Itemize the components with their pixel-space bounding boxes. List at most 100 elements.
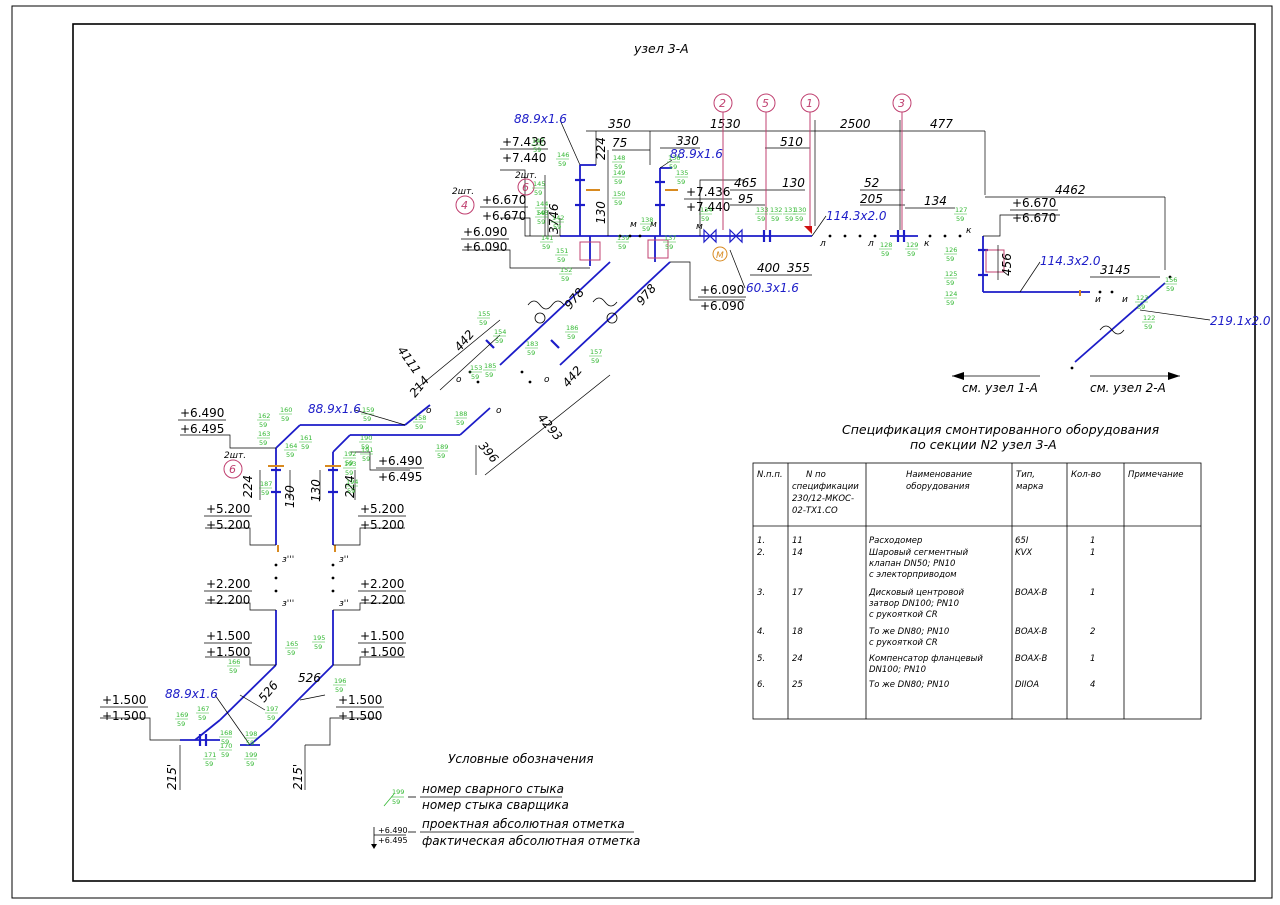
dim-442a: 442 (452, 327, 477, 354)
welder-number: 59 (1144, 323, 1152, 331)
welder-number: 59 (614, 163, 622, 171)
svg-text:+6.670: +6.670 (1012, 211, 1056, 225)
svg-text:+6.490: +6.490 (378, 454, 422, 468)
weld-number: 183 (526, 340, 538, 348)
continuation-dots (274, 234, 1172, 593)
svg-text:+1.500: +1.500 (206, 645, 250, 659)
svg-text:199: 199 (392, 788, 404, 796)
svg-text:номер стыка сварщика: номер стыка сварщика (422, 798, 569, 812)
weld-number: 151 (556, 247, 568, 255)
dim-130d: 130 (309, 479, 323, 502)
welder-number: 59 (479, 319, 487, 327)
spec-cell-spec: 24 (792, 654, 803, 664)
welder-number: 59 (757, 215, 765, 223)
svg-text:+7.440: +7.440 (686, 200, 730, 214)
weld-number: 185 (484, 362, 496, 370)
svg-text:+5.200: +5.200 (206, 518, 250, 532)
dim-978a: 978 (562, 285, 588, 312)
svg-text:з'': з'' (339, 599, 349, 609)
spec-cell-num: 1. (757, 536, 765, 546)
weld-number: 188 (455, 410, 467, 418)
welder-number: 59 (701, 215, 709, 223)
weld-number: 153 (470, 364, 482, 372)
elevation-mark: +6.090+6.090 (461, 225, 509, 254)
weld-number: 198 (245, 730, 257, 738)
weld-number: 139 (617, 234, 629, 242)
svg-text:+7.440: +7.440 (502, 151, 546, 165)
motor-actuator (712, 246, 728, 262)
spec-cell-spec: 11 (792, 536, 803, 546)
bubble-6b: 6 (229, 463, 236, 476)
weld-number: 125 (945, 270, 957, 278)
weld-number: 130 (794, 206, 806, 214)
weld-number: 189 (436, 443, 448, 451)
elevation-mark: +5.200+5.200 (358, 502, 406, 532)
welder-number: 59 (785, 215, 793, 223)
weld-number: 123 (1136, 294, 1148, 302)
weld-number: 192 (344, 450, 356, 458)
weld-number: 161 (300, 434, 312, 442)
welder-number: 59 (946, 299, 954, 307)
dim-456: 456 (1000, 253, 1014, 276)
weld-number: 134 (700, 206, 712, 214)
elevation-mark: +6.670+6.670 (480, 193, 528, 223)
weld-number: 166 (228, 658, 240, 666)
weld-number: 137 (664, 234, 676, 242)
welder-number: 59 (335, 686, 343, 694)
dim-4111: 4111 (395, 344, 424, 377)
weld-number: 167 (197, 705, 209, 713)
spec-cell-name: То же DN80; PN10 (869, 680, 949, 690)
welder-number: 59 (553, 223, 561, 231)
svg-text:+1.500: +1.500 (360, 629, 404, 643)
svg-text:и: и (1122, 295, 1128, 305)
dim-130: 130 (782, 176, 805, 190)
spec-cell-num: 5. (757, 654, 765, 664)
welder-number: 59 (946, 279, 954, 287)
welder-number: 59 (795, 215, 803, 223)
weld-number: 143 (536, 209, 548, 217)
weld-number: 142 (552, 214, 564, 222)
welder-number: 59 (665, 243, 673, 251)
weld-number: 132 (770, 206, 782, 214)
welder-number: 59 (286, 451, 294, 459)
dim-1530: 1530 (710, 117, 741, 131)
dim-477: 477 (930, 117, 953, 131)
weld-number: 129 (906, 241, 918, 249)
weld-number: 147 (532, 137, 544, 145)
weld-number: 187 (260, 480, 272, 488)
dim-510: 510 (780, 135, 803, 149)
elevation-mark: +2.200+2.200 (358, 577, 406, 607)
weld-number: 157 (590, 348, 602, 356)
welder-number: 59 (771, 215, 779, 223)
svg-text:+6.495: +6.495 (180, 422, 224, 436)
welder-number: 59 (363, 415, 371, 423)
elevation-mark: +7.436+7.440 (684, 185, 732, 214)
dim-224: 224 (594, 137, 608, 160)
svg-text:+5.200: +5.200 (206, 502, 250, 516)
pipe-label-114b: 114.3х2.0 (1040, 254, 1101, 268)
spec-cell-name: DN100; PN10 (869, 665, 926, 675)
svg-text:+5.200: +5.200 (360, 518, 404, 532)
svg-text:02-ТХ1.СО: 02-ТХ1.СО (792, 506, 838, 516)
weld-number: 149 (613, 169, 625, 177)
motor-letter: М (716, 251, 724, 261)
spec-cell-num: 2. (757, 548, 765, 558)
spec-cell-name: с рукояткой CR (869, 610, 938, 620)
spec-cell-num: 3. (757, 588, 765, 598)
